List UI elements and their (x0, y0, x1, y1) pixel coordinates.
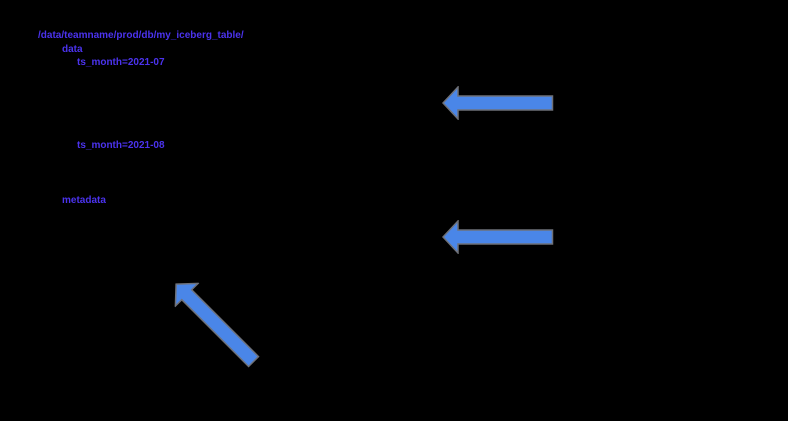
table-root-path-label: /data/teamname/prod/db/my_iceberg_table/ (38, 30, 244, 41)
data-directory-label: data (62, 44, 83, 55)
partition-2021-08-label: ts_month=2021-08 (77, 140, 165, 151)
partition-2021-07-label: ts_month=2021-07 (77, 57, 165, 68)
diagonal-up-left-arrow-icon (174, 282, 260, 368)
left-arrow-upper-icon (442, 86, 554, 120)
metadata-directory-label: metadata (62, 195, 106, 206)
left-arrow-middle-icon (442, 220, 554, 254)
